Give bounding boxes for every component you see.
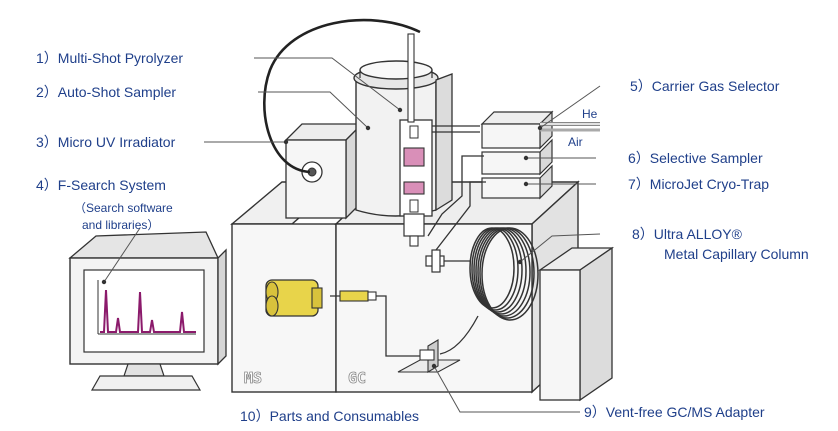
monitor bbox=[68, 231, 227, 391]
pyrolyzer bbox=[353, 33, 453, 247]
he-label: He bbox=[582, 107, 598, 121]
gc-label: GC bbox=[348, 369, 366, 387]
vent-free-adapter bbox=[397, 339, 461, 373]
air-label: Air bbox=[568, 135, 583, 149]
label-auto-shot-sampler: 2）Auto-Shot Sampler bbox=[36, 84, 177, 100]
label-f-search-system: 4）F-Search System bbox=[36, 177, 166, 193]
uv-irradiator bbox=[284, 122, 364, 220]
pump-unit bbox=[537, 246, 615, 402]
label-ultra-alloy: 8）Ultra ALLOY® bbox=[632, 226, 742, 242]
leader-lines bbox=[103, 57, 601, 413]
label-carrier-gas-selector: 5）Carrier Gas Selector bbox=[630, 78, 780, 94]
label-parts-consumables: 10）Parts and Consumables bbox=[240, 408, 419, 424]
label-f-search-sub1: （Search software bbox=[74, 201, 173, 215]
label-selective-sampler: 6）Selective Sampler bbox=[628, 150, 763, 166]
capillary-column bbox=[469, 227, 539, 321]
label-f-search-sub2: and libraries） bbox=[82, 218, 160, 232]
label-metal-capillary-column: Metal Capillary Column bbox=[664, 246, 809, 262]
label-vent-free-adapter: 9）Vent-free GC/MS Adapter bbox=[584, 404, 765, 420]
label-microjet-cryo-trap: 7）MicroJet Cryo-Trap bbox=[628, 176, 770, 192]
label-multi-shot-pyrolyzer: 1）Multi-Shot Pyrolyzer bbox=[36, 50, 184, 66]
ms-magnet bbox=[265, 279, 323, 317]
label-micro-uv-irradiator: 3）Micro UV Irradiator bbox=[36, 134, 176, 150]
ms-label: MS bbox=[244, 369, 262, 387]
